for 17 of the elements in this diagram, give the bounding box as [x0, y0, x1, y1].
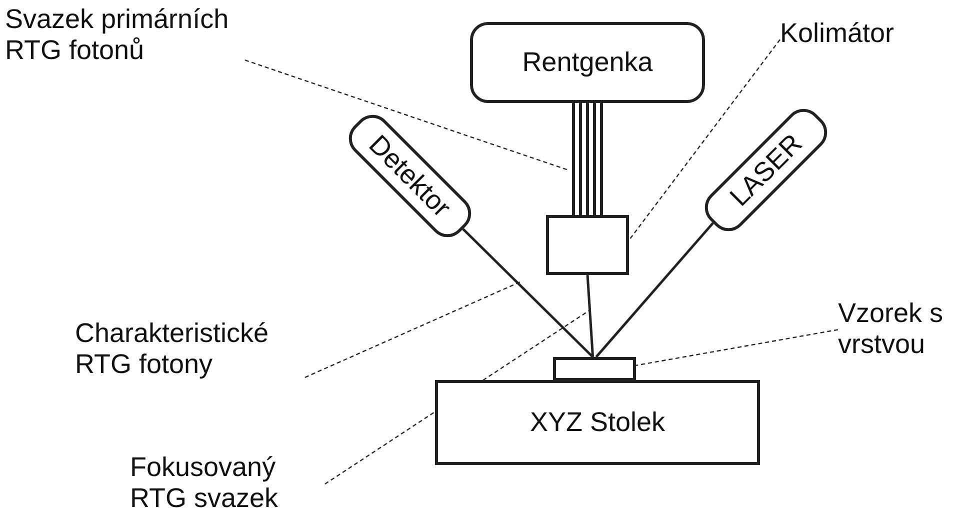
beam-line — [595, 222, 714, 358]
callout-text: Kolimátor — [780, 18, 920, 54]
callout-text: Fokusovaný RTG svazek — [130, 452, 325, 516]
callout-text: Svazek primárních RTG fotonů — [5, 4, 245, 70]
leader-line — [244, 60, 568, 171]
component-box — [546, 215, 629, 275]
callout-text: Charakteristické RTG fotony — [75, 318, 305, 384]
device-box: Rentgenka — [470, 22, 705, 103]
callout-text: Vzorek s vrstvou — [838, 298, 966, 364]
beam-line — [586, 274, 594, 358]
leader-line — [636, 329, 838, 366]
leader-line — [628, 39, 780, 241]
component-box — [553, 357, 636, 381]
x-ray-beam-lines — [572, 102, 603, 216]
leader-line — [304, 281, 520, 378]
device-box: XYZ Stolek — [435, 380, 760, 465]
beam-line — [462, 228, 594, 358]
